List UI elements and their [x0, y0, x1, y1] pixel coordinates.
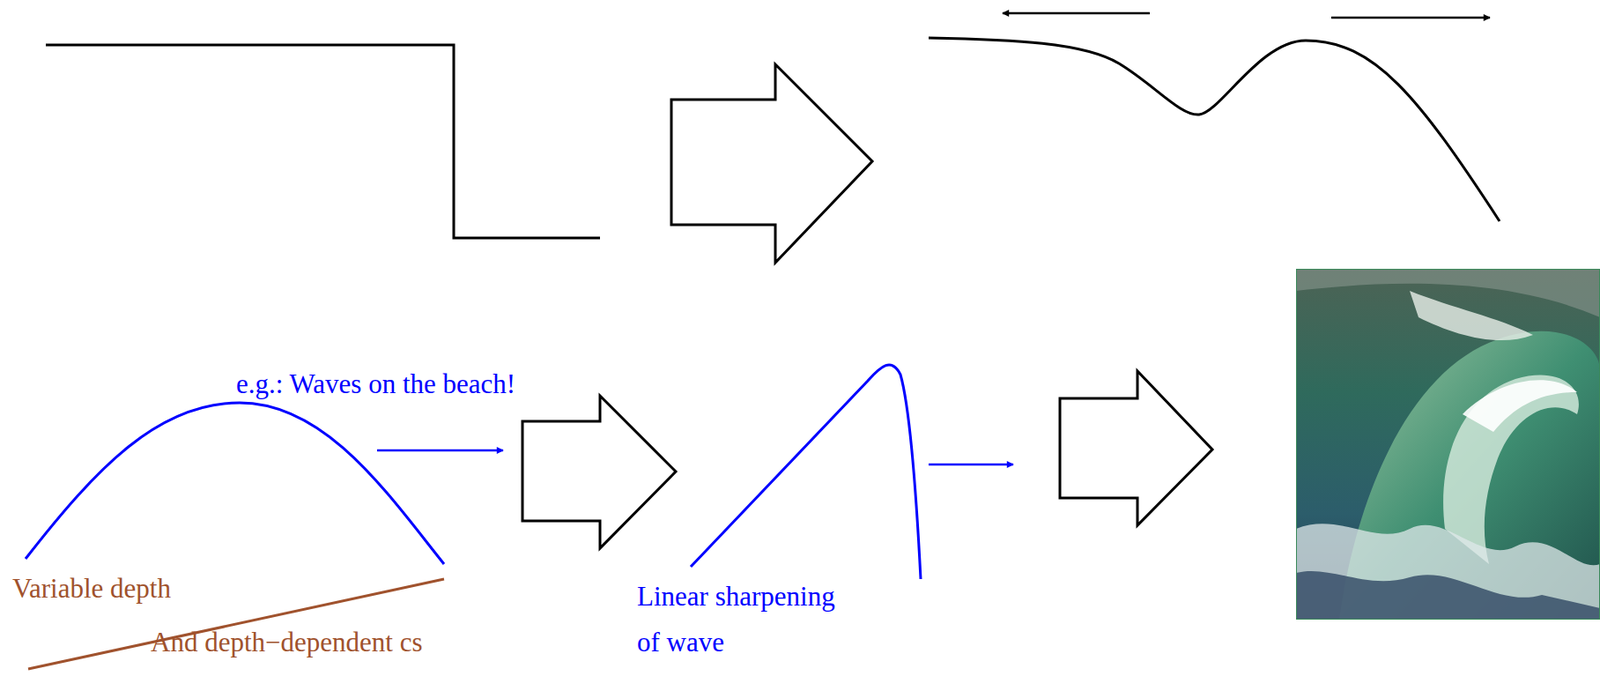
block-arrow [522, 395, 676, 549]
block-arrow [1059, 370, 1213, 526]
speed-label: And depth−dependent cs [150, 619, 423, 666]
speed-label-box: And depth−dependent cs [150, 619, 423, 666]
example-note-box: e.g.: Waves on the beach! [236, 361, 516, 408]
sharpening-note: Linear sharpening of wave [637, 573, 860, 666]
wave-hump [25, 402, 445, 564]
wave-profile [928, 37, 1500, 222]
sharpened-wave [690, 364, 921, 579]
direction-arrow [1331, 16, 1490, 20]
depth-label-box: Variable depth [12, 565, 171, 612]
depth-label: Variable depth [12, 565, 171, 612]
wave-photo [1296, 268, 1600, 620]
example-note: e.g.: Waves on the beach! [236, 361, 516, 408]
step-profile [45, 44, 600, 238]
direction-arrow [928, 463, 1014, 467]
sharpening-note-box: Linear sharpening of wave [637, 573, 860, 666]
block-arrow [671, 64, 873, 263]
direction-arrow [377, 449, 504, 452]
direction-arrow [1002, 12, 1150, 15]
